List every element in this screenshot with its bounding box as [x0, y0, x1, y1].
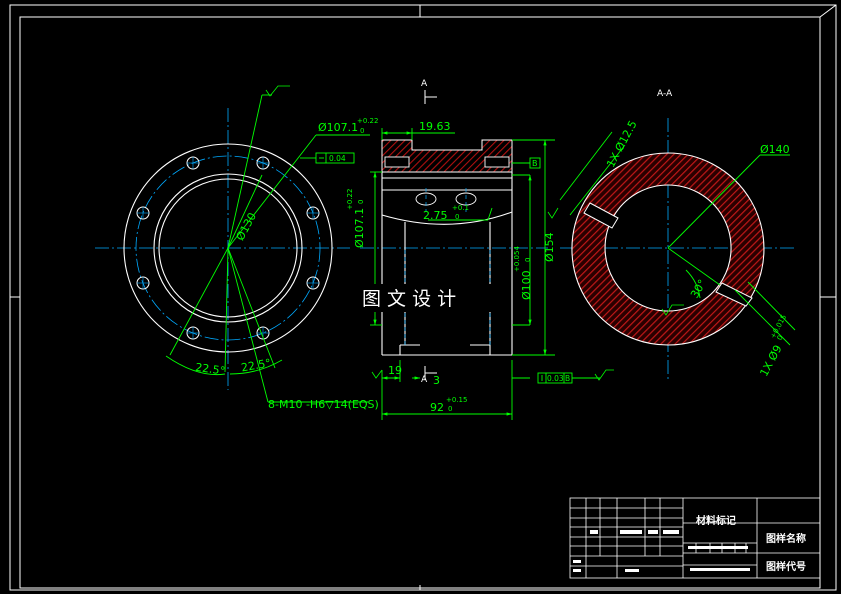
- section-mark-bottom: [424, 366, 437, 380]
- ring-section: [571, 152, 765, 346]
- slot-bottom-label: 1X Ø9: [757, 343, 784, 379]
- title-block-fine-text: [573, 530, 750, 572]
- perp-value: 0.03: [547, 374, 564, 383]
- roughness-mark: [265, 85, 290, 97]
- drawing-code-label: 图样代号: [766, 560, 806, 573]
- section-letter-bottom: A: [421, 375, 428, 385]
- dim-hole: 2.75: [423, 209, 448, 222]
- title-block: [569, 497, 821, 579]
- roughness-marks-middle: [371, 369, 614, 381]
- thread-callout: 8-M10 -H6▽14(EQS): [268, 398, 379, 411]
- angle-right-label: 22.5°: [240, 356, 272, 374]
- dim-outer: Ø154: [543, 232, 556, 262]
- dim-3: 3: [433, 374, 440, 387]
- dim-bore-tol-lower: 0: [524, 258, 532, 262]
- datum-b-letter: B: [532, 159, 538, 168]
- slots: [583, 202, 753, 307]
- hidden-lines: [404, 188, 491, 345]
- dim-19: 19: [388, 364, 402, 377]
- left-dimension-lines: [165, 94, 370, 403]
- dim-hole-tol: +0.1: [452, 204, 469, 212]
- body-outline: [381, 172, 513, 356]
- center-lines-left: [95, 108, 350, 390]
- section-title: A-A: [657, 89, 673, 99]
- dim-hole-tol-lower: 0: [455, 213, 459, 221]
- bore-tol-upper: +0.22: [357, 117, 378, 125]
- right-view: A-A Ø140 1X Ø12.5 1X Ø9 +0.015 0 30°: [547, 89, 796, 380]
- dim-top-19-63: 19.63: [419, 120, 451, 133]
- datum-b-frame: [512, 157, 541, 169]
- material-label: 材料标记: [696, 514, 736, 527]
- perp-frame: [537, 372, 573, 384]
- drawing-name-label: 图样名称: [766, 532, 806, 545]
- dim-length-tol-upper: +0.15: [446, 396, 467, 404]
- sheet-frame: [9, 4, 837, 591]
- bore-label: Ø107.1: [318, 121, 358, 134]
- top-hatch-section: [381, 139, 513, 173]
- dim-inner-tol-lower: 0: [357, 200, 365, 204]
- dim-inner-dia: Ø107.1: [353, 208, 366, 248]
- dim-length-tol-lower: 0: [448, 405, 452, 413]
- slot-bottom-tol-lower: 0: [776, 334, 785, 342]
- flatness-value: 0.04: [329, 154, 346, 163]
- right-dimension-lines: [559, 131, 796, 346]
- section-letter-top: A: [421, 79, 428, 89]
- middle-dimension-lines: [370, 128, 600, 420]
- angle-30-label: 30°: [688, 277, 709, 300]
- threaded-holes-top: [384, 156, 510, 168]
- angle-left-label: 22.5°: [194, 361, 226, 378]
- roughness-marks-right: [547, 207, 684, 316]
- middle-view: A A: [346, 79, 614, 420]
- dim-inner-tol-upper: +0.22: [346, 189, 354, 210]
- outer-dia-label: Ø140: [760, 143, 790, 156]
- left-view: Ø130 Ø107.1 +0.22 0 22.5° 22.5° 8-M10 -H…: [95, 85, 379, 411]
- dim-bore-tol-upper: +0.054: [513, 246, 521, 272]
- dim-length: 92: [430, 401, 444, 414]
- dim-bore: Ø100: [520, 270, 533, 300]
- section-mark-top: [424, 90, 437, 104]
- perp-datum: B: [565, 374, 570, 383]
- pcd-label: Ø130: [234, 210, 259, 242]
- bore-tol-lower: 0: [360, 127, 364, 135]
- watermark-text: 图 文 设 计: [362, 288, 456, 310]
- watermark: 图 文 设 计: [356, 284, 494, 312]
- flange-outline: [123, 143, 333, 353]
- bolt-hole-centers: [137, 157, 319, 339]
